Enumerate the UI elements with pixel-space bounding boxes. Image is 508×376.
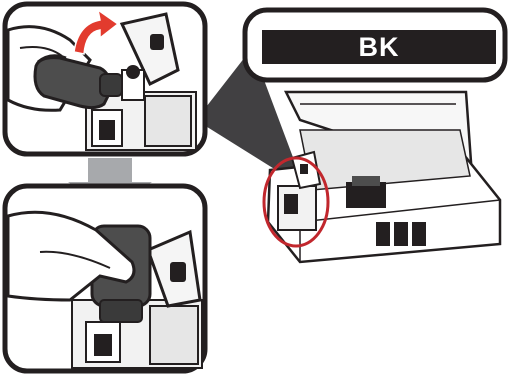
detail-panel-bottom (2, 183, 208, 374)
callout-connector (196, 48, 300, 176)
bk-label-badge (262, 30, 496, 64)
detail-panel-top (2, 1, 208, 157)
curved-arrow-icon (73, 8, 120, 55)
callout-box (242, 7, 508, 83)
printer-illustration (266, 90, 502, 264)
highlight-circle-icon (262, 156, 330, 248)
